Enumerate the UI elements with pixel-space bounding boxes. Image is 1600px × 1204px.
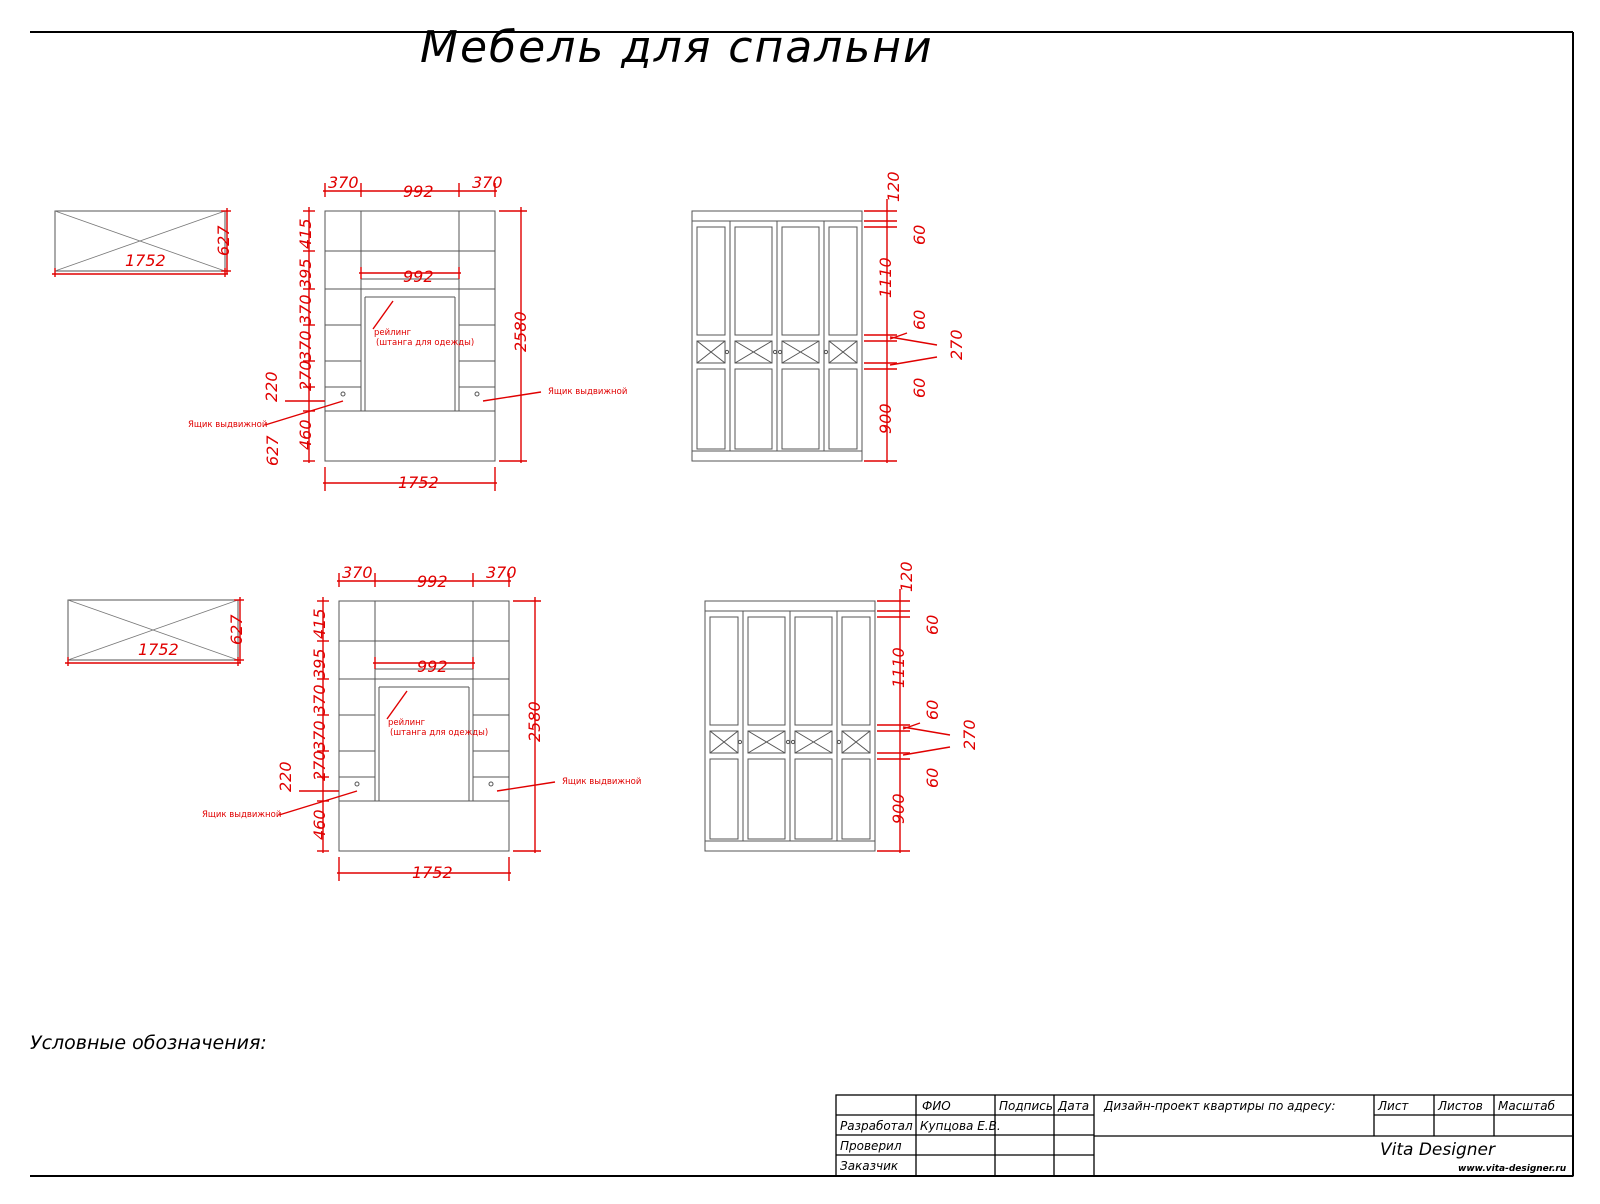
svg-text:370: 370 xyxy=(342,563,373,582)
tb-col-fio: ФИО xyxy=(922,1099,951,1113)
plan-view-2: 1752 xyxy=(64,596,245,667)
door-view-2 xyxy=(704,588,951,854)
svg-text:60: 60 xyxy=(923,700,942,720)
front-view-2-labels: 370 992 370 992 415 395 370 370 270 460 … xyxy=(202,563,641,882)
tb-developer-name: Купцова Е.В. xyxy=(920,1119,1001,1133)
door-view-1-labels: 120 60 1110 60 270 60 900 xyxy=(876,171,966,434)
svg-text:220: 220 xyxy=(262,371,281,402)
svg-text:1752: 1752 xyxy=(412,863,453,882)
svg-text:270: 270 xyxy=(296,360,315,391)
plan-view-1-depth: 627 xyxy=(214,225,233,256)
svg-text:415: 415 xyxy=(296,218,315,249)
sheet-frame xyxy=(30,31,1574,1177)
svg-text:992: 992 xyxy=(417,657,448,676)
svg-text:992: 992 xyxy=(403,182,434,201)
svg-text:992: 992 xyxy=(403,267,434,286)
svg-text:370: 370 xyxy=(296,330,315,361)
plan-1-depth: 627 xyxy=(263,435,282,466)
svg-text:270: 270 xyxy=(947,329,966,360)
plan-view-2-depth: 627 xyxy=(227,614,246,645)
svg-text:460: 460 xyxy=(296,419,315,450)
svg-text:395: 395 xyxy=(296,258,315,289)
tb-col-date: Дата xyxy=(1057,1099,1089,1113)
svg-text:415: 415 xyxy=(310,608,329,639)
plan-1-width: 1752 xyxy=(125,251,166,270)
svg-text:992: 992 xyxy=(417,572,448,591)
tb-project: Дизайн-проект квартиры по адресу: xyxy=(1103,1099,1336,1113)
drawing-title: Мебель для спальни xyxy=(420,22,934,73)
tb-role-checked: Проверил xyxy=(840,1139,902,1153)
svg-text:220: 220 xyxy=(276,761,295,792)
svg-text:Ящик выдвижной: Ящик выдвижной xyxy=(562,777,641,787)
svg-text:370: 370 xyxy=(486,563,517,582)
tb-role-developed: Разработал xyxy=(840,1119,913,1133)
svg-text:370: 370 xyxy=(296,294,315,325)
tb-role-client: Заказчик xyxy=(840,1159,899,1173)
svg-text:(штанга для одежды): (штанга для одежды) xyxy=(376,338,474,348)
svg-text:60: 60 xyxy=(923,615,942,635)
front-view-1-labels: 370 992 370 992 415 395 370 370 270 460 … xyxy=(188,173,627,492)
svg-text:1110: 1110 xyxy=(876,257,895,298)
svg-text:1110: 1110 xyxy=(889,647,908,688)
svg-text:370: 370 xyxy=(310,720,329,751)
svg-text:60: 60 xyxy=(910,378,929,398)
svg-text:Ящик выдвижной: Ящик выдвижной xyxy=(202,810,281,820)
svg-text:627: 627 xyxy=(227,614,246,645)
svg-text:1752: 1752 xyxy=(138,640,179,659)
tb-col-sheet: Лист xyxy=(1377,1099,1409,1113)
svg-text:370: 370 xyxy=(310,684,329,715)
svg-text:Ящик выдвижной: Ящик выдвижной xyxy=(188,420,267,430)
title-block: ФИО Подпись Дата Дизайн-проект квартиры … xyxy=(835,1094,1574,1177)
svg-text:рейлинг: рейлинг xyxy=(388,718,426,728)
svg-text:(штанга для одежды): (штанга для одежды) xyxy=(390,728,488,738)
svg-text:60: 60 xyxy=(923,768,942,788)
svg-text:2580: 2580 xyxy=(525,701,544,742)
svg-text:2580: 2580 xyxy=(511,311,530,352)
tb-company: Vita Designer xyxy=(1380,1140,1496,1160)
tb-col-sheets: Листов xyxy=(1437,1099,1483,1113)
door-view-2-labels: 120 60 1110 60 270 60 900 xyxy=(889,561,979,824)
plan-view-1: 1752 627 xyxy=(51,207,282,466)
tb-col-sign: Подпись xyxy=(999,1099,1053,1113)
svg-text:60: 60 xyxy=(910,310,929,330)
svg-text:395: 395 xyxy=(310,648,329,679)
svg-text:1752: 1752 xyxy=(398,473,439,492)
legend-label: Условные обозначения: xyxy=(30,1032,267,1054)
tb-website: www.vita-designer.ru xyxy=(1458,1164,1567,1174)
svg-text:60: 60 xyxy=(910,225,929,245)
svg-text:900: 900 xyxy=(889,793,908,824)
svg-text:370: 370 xyxy=(328,173,359,192)
svg-text:120: 120 xyxy=(884,171,903,202)
svg-text:Ящик выдвижной: Ящик выдвижной xyxy=(548,387,627,397)
svg-text:460: 460 xyxy=(310,809,329,840)
svg-text:рейлинг: рейлинг xyxy=(374,328,412,338)
svg-text:120: 120 xyxy=(897,561,916,592)
svg-text:270: 270 xyxy=(310,750,329,781)
svg-text:900: 900 xyxy=(876,403,895,434)
svg-text:370: 370 xyxy=(472,173,503,192)
tb-col-scale: Масштаб xyxy=(1498,1099,1556,1113)
door-view-1 xyxy=(691,198,938,464)
svg-text:270: 270 xyxy=(960,719,979,750)
svg-text:627: 627 xyxy=(214,225,233,256)
